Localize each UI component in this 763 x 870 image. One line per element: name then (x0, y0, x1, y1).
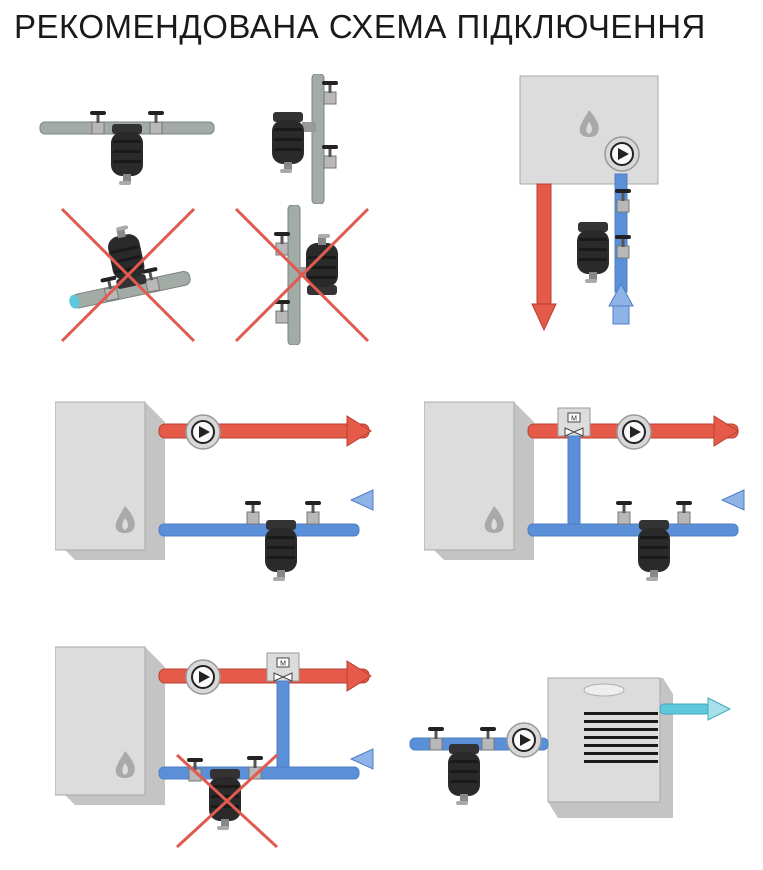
diagram-horizontal-install (38, 100, 218, 200)
diagram-vertical-install (262, 74, 372, 204)
page-title: РЕКОМЕНДОВАНА СХЕМА ПІДКЛЮЧЕННЯ (14, 8, 706, 45)
diagram-floor-boiler-mixing-valve (424, 392, 754, 602)
diagram-upside-down-install (58, 205, 198, 345)
diagram-vertical-inverted-install (232, 205, 372, 345)
diagram-wall-boiler-return-filter (515, 74, 665, 344)
diagram-filter-before-bypass (55, 637, 375, 857)
diagram-heat-pump-inlet-filter (408, 660, 738, 830)
diagram-floor-boiler-return-filter (55, 392, 375, 602)
